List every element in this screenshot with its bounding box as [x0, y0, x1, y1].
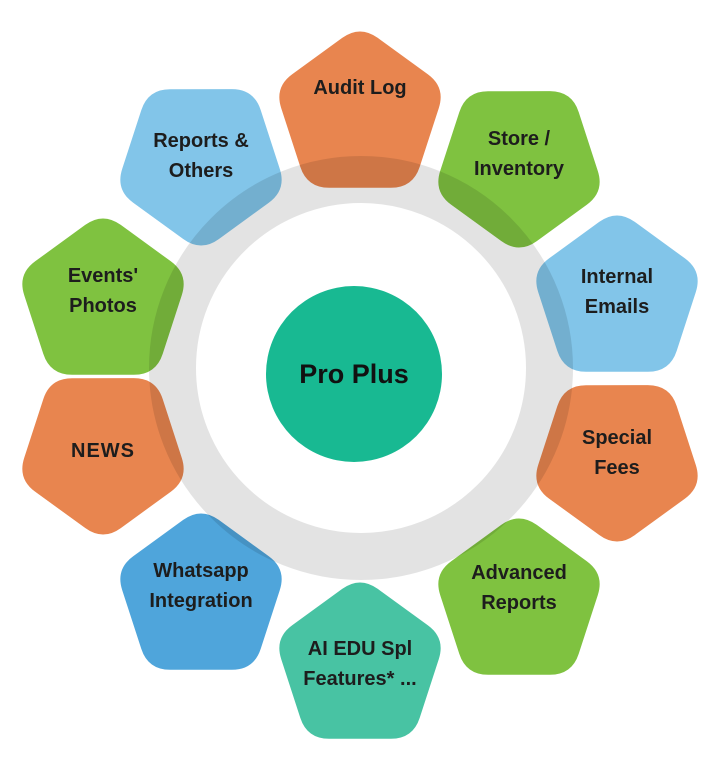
label-advanced-reports: Advanced Reports: [471, 562, 567, 614]
label-special-fees: Special Fees: [581, 427, 653, 479]
label-news: NEWS: [71, 440, 135, 462]
pro-plus-circle: Pro Plus: [266, 286, 442, 462]
label-events-photos: Events' Photos: [67, 265, 139, 317]
label-store-inventory: Store / Inventory: [473, 128, 565, 180]
label-audit-log: Audit Log: [313, 77, 407, 99]
label-internal-emails: Internal Emails: [580, 266, 654, 318]
label-ai-edu-features: AI EDU Spl Features* ...: [303, 638, 417, 690]
pro-plus-label: Pro Plus: [299, 358, 409, 389]
label-whatsapp-integration: Whatsapp Integration: [149, 560, 253, 612]
label-reports-others: Reports & Others: [153, 130, 249, 182]
